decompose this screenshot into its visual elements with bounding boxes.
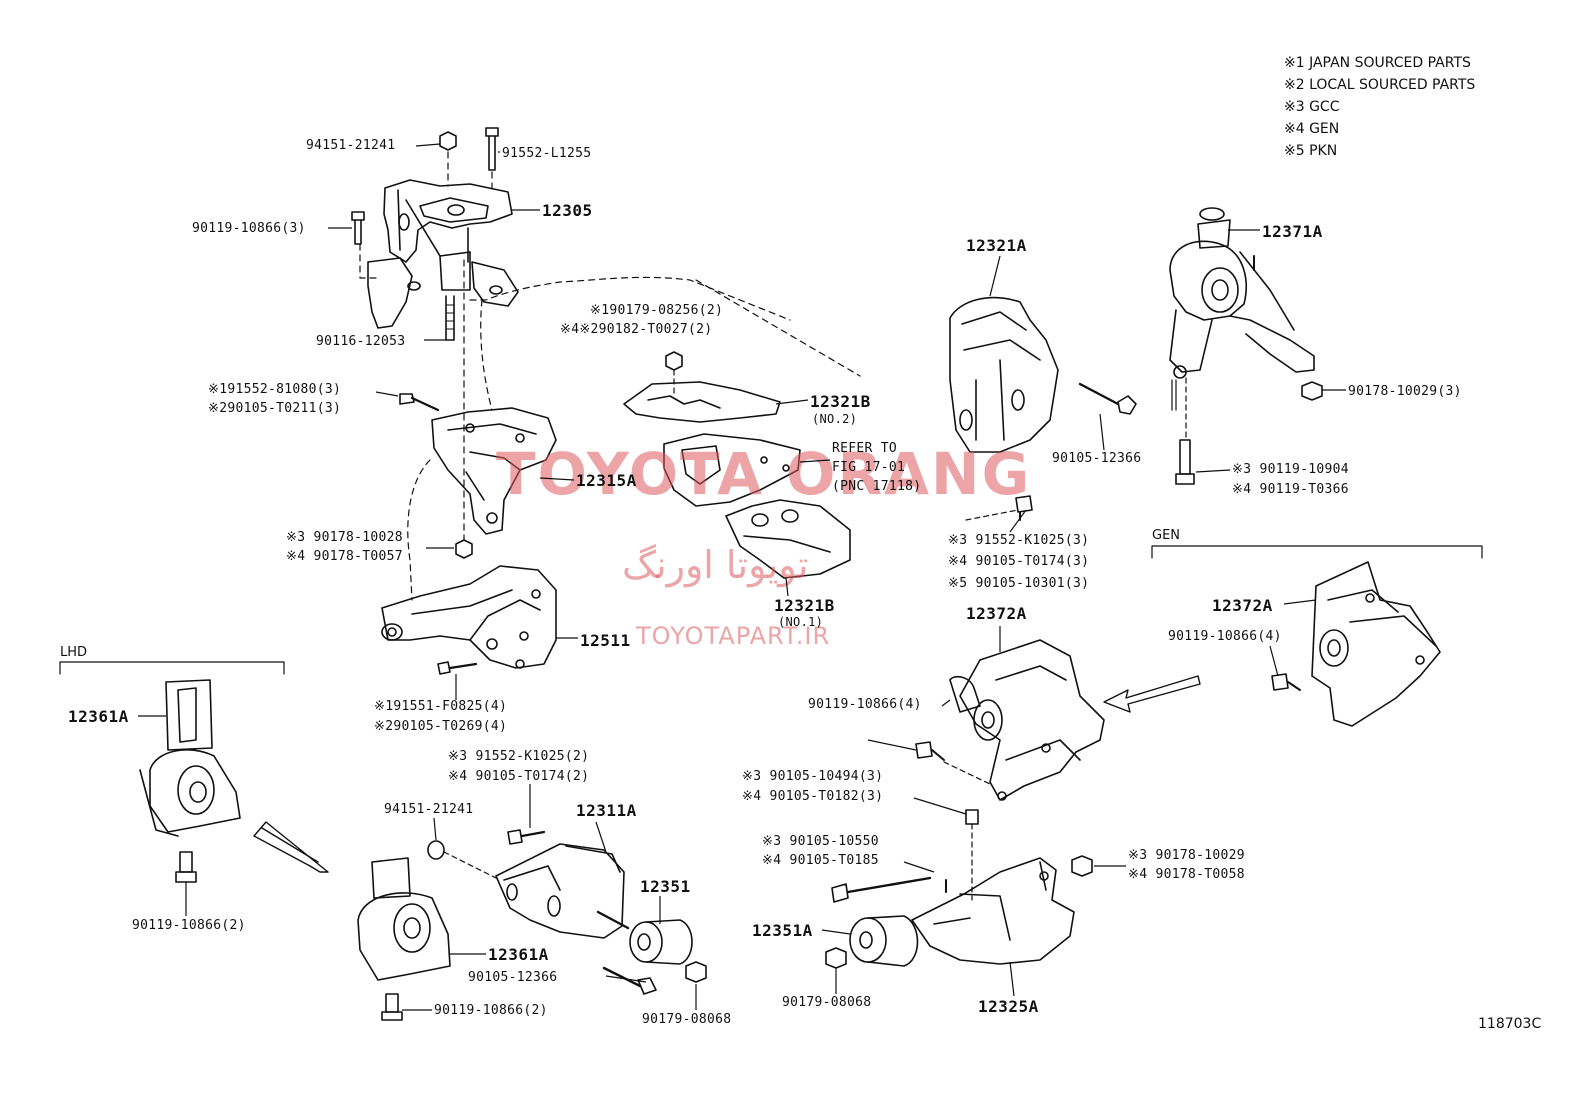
part-label-90119-10866-4-mid: 90119-10866(4) bbox=[808, 697, 922, 712]
part-label-91552-k1025-3: ※3 91552-K1025(3) bbox=[948, 533, 1090, 548]
part-label-90105-t0185: ※4 90105-T0185 bbox=[762, 853, 879, 868]
part-label-12371a: 12371A bbox=[1262, 222, 1323, 241]
part-label-90178-t0057: ※4 90178-T0057 bbox=[286, 549, 403, 564]
legend: ※1 JAPAN SOURCED PARTS ※2 LOCAL SOURCED … bbox=[1284, 52, 1475, 162]
part-label-90105-10550: ※3 90105-10550 bbox=[762, 834, 879, 849]
part-label-90105-t0269: ※290105-T0269(4) bbox=[374, 719, 508, 734]
part-label-90105-10301-3: ※5 90105-10301(3) bbox=[948, 576, 1090, 591]
bracket-12511-drawing bbox=[381, 565, 557, 675]
part-label-90119-10866-2-bottom: 90119-10866(2) bbox=[434, 1003, 548, 1018]
figure-number: 118703C bbox=[1478, 1016, 1542, 1032]
refer-text-line3: (PNC 17118) bbox=[832, 479, 922, 494]
part-label-90179-08256: ※190179-08256(2) bbox=[590, 303, 724, 318]
part-label-12361a-lhd: 12361A bbox=[68, 707, 129, 726]
part-label-90178-10029: ※3 90178-10029 bbox=[1128, 848, 1245, 863]
part-label-94151-21241-mid: 94151-21241 bbox=[384, 802, 474, 817]
part-label-90119-t0366: ※4 90119-T0366 bbox=[1232, 482, 1349, 497]
bracket-12321a-drawing bbox=[949, 296, 1137, 521]
part-label-90105-t0182: ※4 90105-T0182(3) bbox=[742, 789, 884, 804]
part-label-90105-12366-bottom: 90105-12366 bbox=[468, 970, 558, 985]
bracket-12325a-drawing bbox=[825, 855, 1093, 969]
group-label-gen: GEN bbox=[1152, 528, 1181, 543]
bracket-12321b-drawing bbox=[623, 351, 851, 579]
gen-group-drawing bbox=[1151, 545, 1483, 727]
part-label-12321b-no1: 12321B bbox=[774, 596, 835, 615]
legend-item: ※3 GCC bbox=[1284, 99, 1340, 115]
part-label-90178-t0058: ※4 90178-T0058 bbox=[1128, 867, 1245, 882]
refer-text-line1: REFER TO bbox=[832, 441, 898, 456]
part-label-90119-10904: ※3 90119-10904 bbox=[1232, 462, 1349, 477]
part-label-91552-81080: ※191552-81080(3) bbox=[208, 382, 342, 397]
lhd-group-drawing bbox=[59, 661, 451, 1021]
part-label-90179-08068-bottom: 90179-08068 bbox=[642, 1012, 732, 1027]
part-label-12321b-no2: 12321B bbox=[810, 392, 871, 411]
part-label-90179-08068-right: 90179-08068 bbox=[782, 995, 872, 1010]
part-label-90105-t0174-2: ※4 90105-T0174(2) bbox=[448, 769, 590, 784]
part-label-12305: 12305 bbox=[542, 201, 593, 220]
part-label-90178-10029-3: 90178-10029(3) bbox=[1348, 384, 1462, 399]
part-label-90119-10866-4-gen: 90119-10866(4) bbox=[1168, 629, 1282, 644]
part-label-12351: 12351 bbox=[640, 877, 691, 896]
legend-item: ※1 JAPAN SOURCED PARTS bbox=[1284, 55, 1471, 71]
part-label-12361a: 12361A bbox=[488, 945, 549, 964]
part-label-90178-10028: ※3 90178-10028 bbox=[286, 530, 403, 545]
part-label-90116-12053: 90116-12053 bbox=[316, 334, 406, 349]
part-label-12311a: 12311A bbox=[576, 801, 637, 820]
part-label-12511: 12511 bbox=[580, 631, 631, 650]
legend-item: ※5 PKN bbox=[1284, 143, 1338, 159]
part-label-90182-t0027: ※4※290182-T0027(2) bbox=[560, 322, 713, 337]
legend-item: ※4 GEN bbox=[1284, 121, 1340, 137]
part-label-12372a-gen: 12372A bbox=[1212, 596, 1273, 615]
part-label-94151-21241-top: 94151-21241 bbox=[306, 138, 396, 153]
part-label-12321b-no1-sub: (NO.1) bbox=[778, 615, 824, 629]
part-label-12321a: 12321A bbox=[966, 236, 1027, 255]
part-label-90105-t0211: ※290105-T0211(3) bbox=[208, 401, 342, 416]
group-label-lhd: LHD bbox=[60, 645, 88, 660]
part-label-91552-l1255: 91552-L1255 bbox=[502, 146, 592, 161]
legend-item: ※2 LOCAL SOURCED PARTS bbox=[1284, 77, 1476, 93]
bracket-12315a-drawing bbox=[399, 259, 861, 601]
part-label-12321b-no2-sub: (NO.2) bbox=[812, 412, 858, 426]
part-label-90119-10866-3: 90119-10866(3) bbox=[192, 221, 306, 236]
part-label-90105-10494: ※3 90105-10494(3) bbox=[742, 769, 884, 784]
part-label-12351a: 12351A bbox=[752, 921, 813, 940]
mount-12305-drawing bbox=[351, 127, 519, 341]
part-label-91551-f0825: ※191551-F0825(4) bbox=[374, 699, 508, 714]
part-label-12372a: 12372A bbox=[966, 604, 1027, 623]
part-label-12325a: 12325A bbox=[978, 997, 1039, 1016]
mount-12371a-drawing bbox=[1169, 207, 1323, 485]
part-label-90105-t0174-3: ※4 90105-T0174(3) bbox=[948, 554, 1090, 569]
part-label-90119-10866-2-lhd: 90119-10866(2) bbox=[132, 918, 246, 933]
refer-text-line2: FIG 17-01 bbox=[832, 460, 906, 475]
part-label-12315a: 12315A bbox=[576, 471, 637, 490]
mount-12372a-drawing bbox=[915, 639, 1201, 901]
part-label-91552-k1025-2: ※3 91552-K1025(2) bbox=[448, 749, 590, 764]
part-label-90105-12366-right: 90105-12366 bbox=[1052, 451, 1142, 466]
